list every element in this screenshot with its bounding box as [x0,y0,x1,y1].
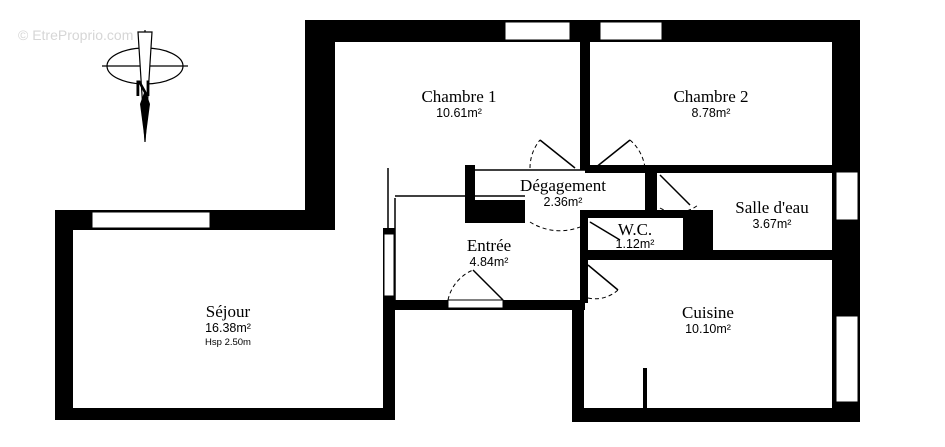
room-cuisine: Cuisine 10.10m² [682,303,734,336]
room-chambre-1: Chambre 1 10.61m² [421,87,496,120]
room-wc: W.C. 1.12m² [616,220,655,251]
room-name: Chambre 1 [421,87,496,106]
room-salle-eau: Salle d'eau 3.67m² [735,198,809,231]
room-name: Séjour [206,302,251,321]
room-name: Dégagement [520,176,606,195]
room-name: Salle d'eau [735,198,809,217]
partitions [387,168,860,300]
room-area: 2.36m² [544,195,583,209]
room-name: Entrée [467,236,511,255]
room-area: 10.61m² [436,106,482,120]
room-name: Cuisine [682,303,734,322]
room-area: 1.12m² [616,237,655,251]
room-area: 8.78m² [692,106,731,120]
room-name: W.C. [618,220,652,239]
room-entree: Entrée 4.84m² [467,236,511,269]
compass-icon: N [102,30,188,143]
room-chambre-2: Chambre 2 8.78m² [673,87,748,120]
room-degagement: Dégagement 2.36m² [520,176,606,209]
room-name: Chambre 2 [673,87,748,106]
room-sejour: Séjour 16.38m² Hsp 2.50m [205,302,251,348]
room-area: 16.38m² [205,321,251,335]
room-area: 10.10m² [685,322,731,336]
doors [447,139,699,309]
watermark: © EtreProprio.com [18,27,133,43]
room-area: 4.84m² [470,255,509,269]
room-ceiling-height: Hsp 2.50m [205,337,251,348]
windows [91,21,859,403]
compass-north-label: N [135,76,151,101]
room-area: 3.67m² [753,217,792,231]
